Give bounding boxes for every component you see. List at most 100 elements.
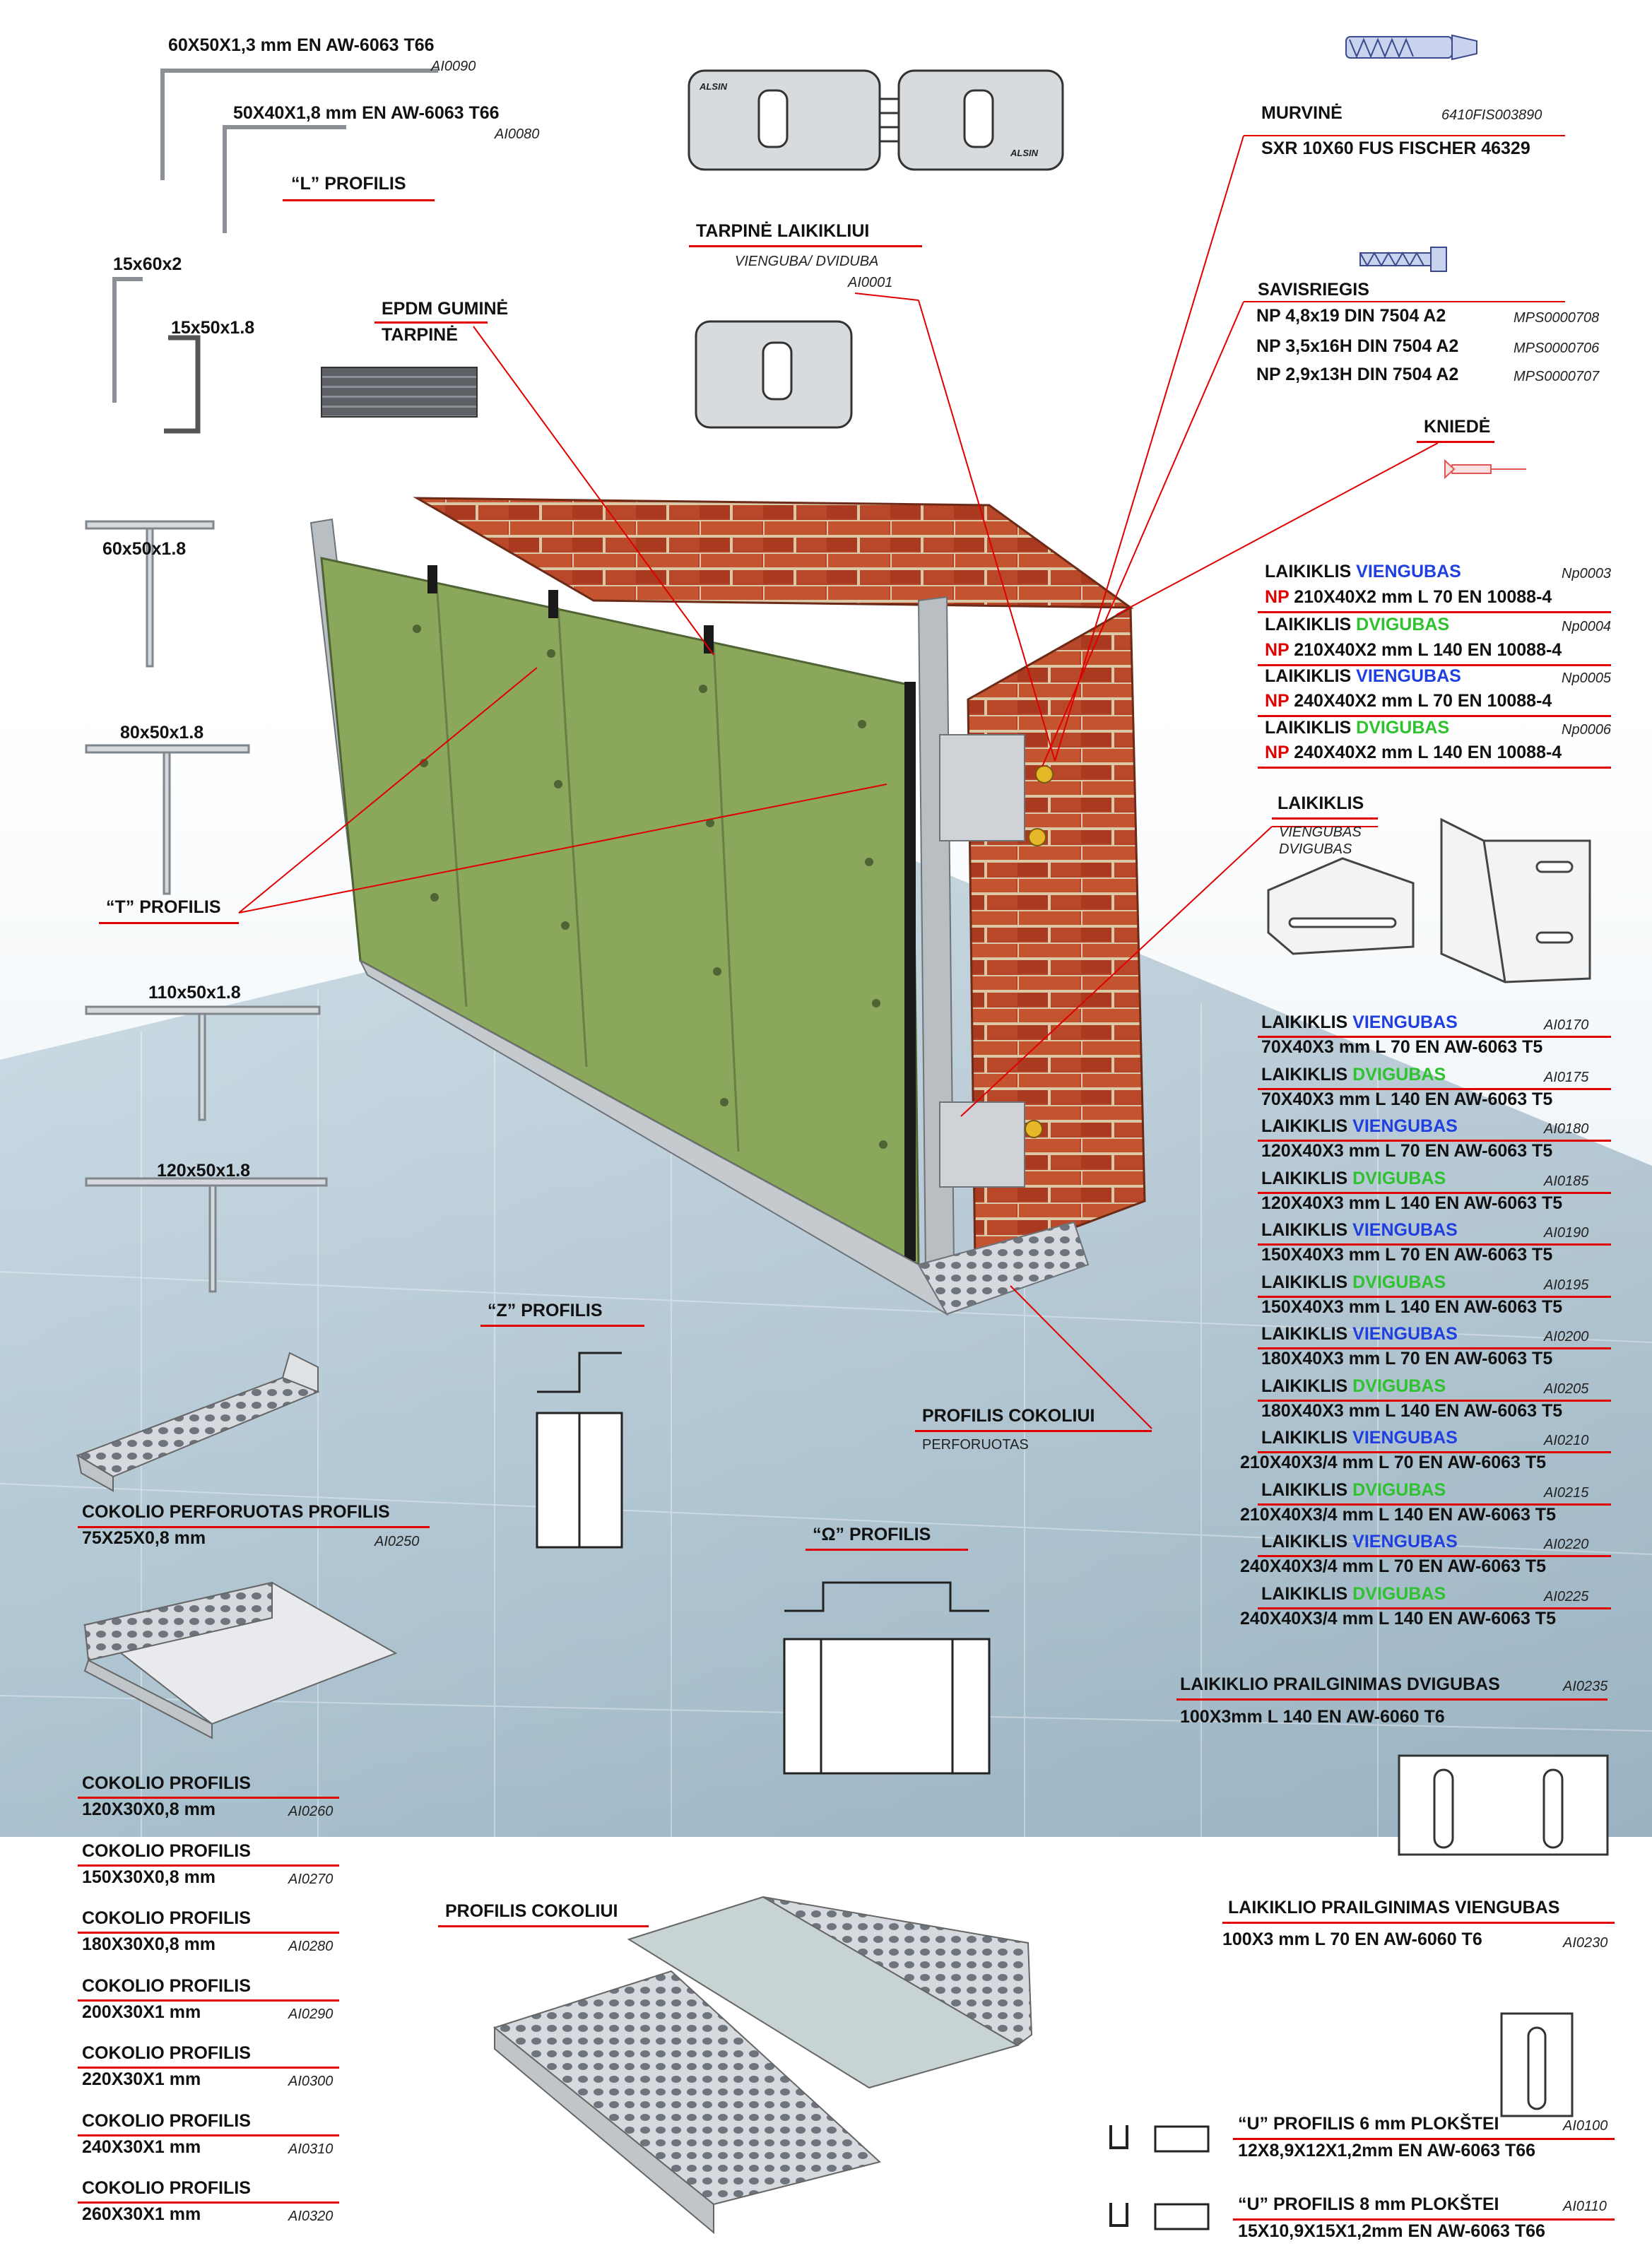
np-bracket-3: LAIKIKLIS VIENGUBAS — [1265, 666, 1461, 686]
laikiklis-sub2: DVIGUBAS — [1279, 841, 1352, 857]
al-bracket-7-code: AI0200 — [1544, 1329, 1589, 1344]
cokolio-1-spec: 120X30X0,8 mm — [82, 1799, 216, 1819]
screw-spec-3: NP 2,9x13H DIN 7504 A2 — [1256, 365, 1459, 384]
al-bracket-1: LAIKIKLIS VIENGUBAS — [1261, 1012, 1458, 1032]
al-bracket-12: LAIKIKLIS DVIGUBAS — [1261, 1583, 1446, 1604]
ext-double-code: AI0235 — [1563, 1679, 1608, 1694]
cokolio-3-title: COKOLIO PROFILIS — [82, 1908, 251, 1928]
cokolio-5-spec: 220X30X1 mm — [82, 2069, 201, 2089]
epdm-title-2: TARPINĖ — [382, 325, 458, 345]
anchor-code: 6410FIS003890 — [1441, 107, 1542, 123]
t-profile-2: 80x50x1.8 — [120, 723, 204, 743]
al-bracket-5-spec: 150X40X3 mm L 70 EN AW-6063 T5 — [1261, 1245, 1553, 1265]
screw-spec-2: NP 3,5x16H DIN 7504 A2 — [1256, 336, 1459, 356]
u-profile-1-spec: 12X8,9X12X1,2mm EN AW-6063 T66 — [1238, 2141, 1536, 2161]
al-bracket-9-code: AI0210 — [1544, 1433, 1589, 1448]
laikiklis-sub1: VIENGUBAS — [1279, 824, 1362, 840]
al-bracket-10-spec: 210X40X3/4 mm L 140 EN AW-6063 T5 — [1240, 1504, 1556, 1525]
u-profile-2-code: AI0110 — [1563, 2199, 1607, 2214]
l-profile-underline — [283, 199, 435, 201]
spacer-sub: VIENGUBA/ DVIDUBA — [735, 254, 879, 269]
np-bracket-1-spec: NP 210X40X2 mm L 70 EN 10088-4 — [1265, 587, 1552, 607]
al-bracket-7: LAIKIKLIS VIENGUBAS — [1261, 1324, 1458, 1344]
al-bracket-7-spec: 180X40X3 mm L 70 EN AW-6063 T5 — [1261, 1349, 1553, 1369]
u-profile-1-code: AI0100 — [1563, 2118, 1608, 2134]
t-profile-3: 110x50x1.8 — [148, 983, 241, 1003]
cokolio-3-spec: 180X30X0,8 mm — [82, 1934, 216, 1954]
l-profile-2-code: AI0080 — [495, 126, 540, 142]
t-profile-title: “T” PROFILIS — [106, 897, 221, 917]
spacer-underline — [689, 245, 922, 247]
np-bracket-1: LAIKIKLIS VIENGUBAS — [1265, 562, 1461, 581]
al-bracket-6-spec: 150X40X3 mm L 140 EN AW-6063 T5 — [1261, 1296, 1563, 1317]
al-bracket-1-spec: 70X40X3 mm L 70 EN AW-6063 T5 — [1261, 1037, 1543, 1057]
cokolio-1-title: COKOLIO PROFILIS — [82, 1773, 251, 1793]
cokolio-3-code: AI0280 — [288, 1939, 334, 1954]
al-bracket-2-code: AI0175 — [1544, 1069, 1589, 1085]
spacer-code: AI0001 — [848, 275, 893, 290]
profilis-cokoliui-bottom-title: PROFILIS COKOLIUI — [445, 1901, 618, 1921]
al-bracket-4-spec: 120X40X3 mm L 140 EN AW-6063 T5 — [1261, 1193, 1563, 1213]
t-profile-1: 60x50x1.8 — [102, 539, 187, 559]
screw-spec-1: NP 4,8x19 DIN 7504 A2 — [1256, 306, 1446, 326]
screw-code-2: MPS0000706 — [1514, 341, 1600, 356]
cokoliui-title: PROFILIS COKOLIUI — [922, 1406, 1095, 1426]
z-profile-title: “Z” PROFILIS — [488, 1301, 603, 1320]
ext-double-spec: 100X3mm L 140 EN AW-6060 T6 — [1180, 1707, 1445, 1727]
al-bracket-2-spec: 70X40X3 mm L 140 EN AW-6063 T5 — [1261, 1089, 1553, 1109]
rivet-title: KNIEDĖ — [1424, 417, 1491, 437]
al-bracket-12-code: AI0225 — [1544, 1588, 1589, 1604]
al-bracket-3-spec: 120X40X3 mm L 70 EN AW-6063 T5 — [1261, 1141, 1553, 1161]
spacer-brand-2: ALSIN — [1010, 148, 1038, 158]
l-profile-1-label: 60X50X1,3 mm EN AW-6063 T66 — [168, 35, 435, 55]
cokolio-5-code: AI0300 — [288, 2074, 334, 2089]
np-bracket-2-spec: NP 210X40X2 mm L 140 EN 10088-4 — [1265, 640, 1562, 660]
laikiklis-underline — [1272, 817, 1378, 820]
cokolio-perf-spec: 75X25X0,8 mm — [82, 1528, 206, 1548]
l-profile-2-label: 50X40X1,8 mm EN AW-6063 T66 — [233, 103, 500, 123]
l-profile-1-code: AI0090 — [431, 59, 476, 74]
np-bracket-2-code: Np0004 — [1562, 619, 1612, 634]
al-bracket-12-spec: 240X40X3/4 mm L 140 EN AW-6063 T5 — [1240, 1608, 1556, 1629]
cokolio-6-code: AI0310 — [288, 2141, 334, 2157]
cokolio-perf-code: AI0250 — [374, 1534, 420, 1549]
al-bracket-8-spec: 180X40X3 mm L 140 EN AW-6063 T5 — [1261, 1400, 1563, 1421]
al-bracket-9-spec: 210X40X3/4 mm L 70 EN AW-6063 T5 — [1240, 1453, 1547, 1472]
t-profile-underline — [99, 922, 239, 924]
np-bracket-4-code: Np0006 — [1562, 722, 1612, 738]
al-bracket-6-code: AI0195 — [1544, 1277, 1589, 1293]
al-bracket-2: LAIKIKLIS DVIGUBAS — [1261, 1064, 1446, 1084]
np-bracket-2: LAIKIKLIS DVIGUBAS — [1265, 615, 1450, 634]
screw-code-3: MPS0000707 — [1514, 369, 1600, 384]
cokolio-7-spec: 260X30X1 mm — [82, 2204, 201, 2224]
al-bracket-3-code: AI0180 — [1544, 1121, 1589, 1137]
cokolio-7-title: COKOLIO PROFILIS — [82, 2178, 251, 2198]
small-l-b: 15x50x1.8 — [171, 318, 255, 338]
ext-double-title: LAIKIKLIO PRAILGINIMAS DVIGUBAS — [1180, 1674, 1500, 1694]
small-l-a: 15x60x2 — [113, 254, 182, 274]
al-bracket-1-code: AI0170 — [1544, 1017, 1589, 1033]
cokolio-2-title: COKOLIO PROFILIS — [82, 1840, 251, 1861]
screw-code-1: MPS0000708 — [1514, 310, 1600, 326]
cokolio-6-spec: 240X30X1 mm — [82, 2136, 201, 2157]
u-profile-1-title: “U” PROFILIS 6 mm PLOKŠTEI — [1238, 2114, 1499, 2134]
l-profile-title: “L” PROFILIS — [291, 174, 406, 194]
al-bracket-8: LAIKIKLIS DVIGUBAS — [1261, 1376, 1446, 1396]
cokolio-6-title: COKOLIO PROFILIS — [82, 2110, 251, 2131]
cokolio-5-title: COKOLIO PROFILIS — [82, 2043, 251, 2063]
cokolio-4-title: COKOLIO PROFILIS — [82, 1975, 251, 1996]
np-bracket-4: LAIKIKLIS DVIGUBAS — [1265, 718, 1450, 738]
al-bracket-3: LAIKIKLIS VIENGUBAS — [1261, 1116, 1458, 1136]
np-bracket-3-code: Np0005 — [1562, 670, 1612, 686]
cokolio-2-spec: 150X30X0,8 mm — [82, 1867, 216, 1887]
np-bracket-4-spec: NP 240X40X2 mm L 140 EN 10088-4 — [1265, 743, 1562, 762]
al-bracket-11-code: AI0220 — [1544, 1537, 1589, 1552]
rivet-underline — [1417, 441, 1494, 443]
al-bracket-10: LAIKIKLIS DVIGUBAS — [1261, 1479, 1446, 1500]
u-profile-2-title: “U” PROFILIS 8 mm PLOKŠTEI — [1238, 2194, 1499, 2214]
cokolio-2-code: AI0270 — [288, 1871, 334, 1887]
al-bracket-4-code: AI0185 — [1544, 1173, 1589, 1189]
al-bracket-10-code: AI0215 — [1544, 1484, 1589, 1501]
epdm-underline — [374, 321, 488, 324]
np-bracket-1-code: Np0003 — [1562, 566, 1612, 581]
